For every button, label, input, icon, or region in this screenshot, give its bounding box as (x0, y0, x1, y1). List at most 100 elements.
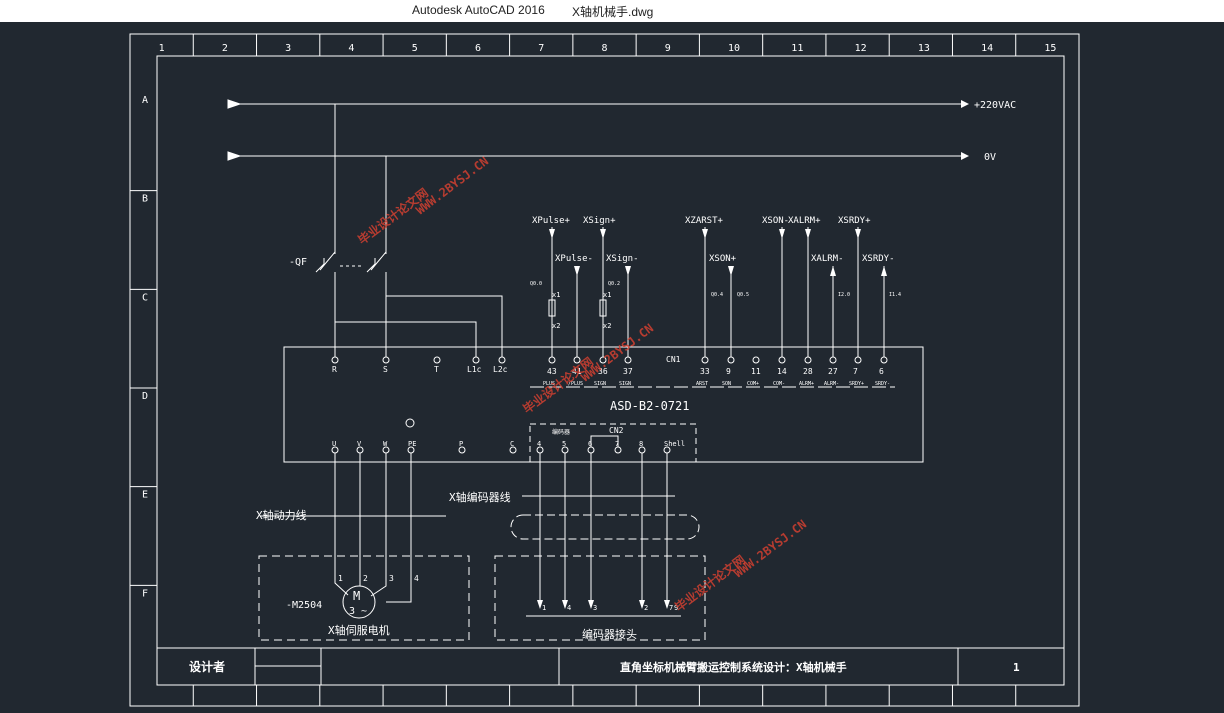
encoder-plug-pin-label: 1 (542, 604, 546, 612)
watermark-site: WWW.2BYSJ.CN (731, 517, 809, 580)
cn1-pin[interactable] (880, 356, 888, 364)
cn1-pin-label: 36 (598, 367, 608, 376)
signal-label: XSign+ (583, 216, 616, 226)
cn1-pin[interactable] (727, 356, 735, 364)
cn2-label: CN2 (609, 426, 624, 435)
motor-designator: -M2504 (286, 600, 322, 611)
terminal-t[interactable] (433, 356, 441, 364)
encoder-plug-pin (537, 600, 543, 609)
terminal-l1c[interactable] (472, 356, 480, 364)
output-terminal[interactable] (458, 446, 466, 454)
frame-column-label: 7 (538, 43, 544, 54)
signal-arrow-down (855, 229, 861, 239)
frame-row-label: B (142, 194, 148, 205)
frame-row-label: E (142, 490, 148, 501)
terminal-s[interactable] (382, 356, 390, 364)
cn1-pin[interactable] (548, 356, 556, 364)
power-cable-label: X轴动力线 (256, 508, 307, 522)
cn1-pin[interactable] (778, 356, 786, 364)
cn1-signal-label: ALRM- (824, 381, 839, 387)
signal-arrow-up (881, 266, 887, 276)
sheet-number: 1 (1013, 661, 1020, 674)
cn1-pin[interactable] (829, 356, 837, 364)
motor-symbol-phase: 3 ~ (349, 606, 367, 617)
terminal-label: L2c (493, 365, 508, 374)
encoder-plug-label: 编码器接头 (582, 627, 637, 641)
frame-column-label: 2 (222, 43, 228, 54)
breaker-label: -QF (289, 257, 307, 268)
resistor-symbol (548, 299, 556, 317)
rail-0v-label: 0V (984, 152, 996, 163)
frame-column-label: 8 (602, 43, 608, 54)
signal-label: XALRM- (811, 254, 844, 264)
cn1-pin[interactable] (701, 356, 709, 364)
cn1-pin[interactable] (804, 356, 812, 364)
cn1-label: CN1 (666, 355, 681, 364)
signal-label: XSRDY- (862, 254, 895, 264)
cn1-pin-label: 43 (547, 367, 557, 376)
cn2-pin-label: 7 (615, 440, 619, 448)
frame-column-label: 6 (475, 43, 481, 54)
motor-wire-u (334, 453, 349, 596)
encoder-plug-pin (639, 600, 645, 609)
io-address-label: Q0.0 (530, 281, 542, 287)
encoder-cable-label: X轴编码器线 (449, 490, 511, 504)
watermark-name: 毕业设计论文网 (520, 354, 596, 417)
breaker-contact-2 (366, 251, 387, 273)
cn1-pin-label: 6 (879, 367, 884, 376)
cn1-pin[interactable] (752, 356, 760, 364)
cn1-pin-label: 14 (777, 367, 787, 376)
signal-arrow-down (625, 266, 631, 276)
cn1-signal-label: COM+ (747, 381, 759, 387)
cn1-pin-label: 33 (700, 367, 710, 376)
motor-wire-pe (386, 453, 412, 603)
io-address-label: Q0.4 (711, 292, 723, 298)
output-terminal-label: U (332, 440, 336, 448)
wire-l2c (386, 295, 503, 357)
output-terminal-label: W (383, 440, 388, 448)
frame-column-label: 13 (918, 43, 930, 54)
signal-arrow-down (805, 229, 811, 239)
motor-symbol[interactable] (342, 585, 376, 619)
output-terminal[interactable] (509, 446, 517, 454)
motor-pin-label: 4 (414, 574, 419, 583)
wire-l1c (335, 321, 477, 357)
signal-label: XPulse- (555, 254, 593, 264)
cn2-pin-label: 8 (639, 440, 643, 448)
cn1-pin-label: 9 (726, 367, 731, 376)
cn1-signal-label: /PLUS (568, 381, 583, 387)
cn2-connector (529, 423, 697, 463)
motor-wire-w (370, 453, 387, 597)
signal-label: XZARST+ (685, 216, 724, 226)
cn2-pin-label: 6 (588, 440, 592, 448)
resistor-pin-label: x2 (552, 322, 560, 330)
cn1-signal-label: SON (722, 381, 731, 387)
terminal-l2c[interactable] (498, 356, 506, 364)
output-terminal-label: C (510, 440, 514, 448)
cn2-pin-label: 4 (537, 440, 541, 448)
encoder-plug-pin (588, 600, 594, 609)
resistor-pin-label: x1 (603, 291, 611, 299)
encoder-plug-pin (664, 600, 670, 609)
ground-icon (405, 418, 415, 428)
cn1-pin[interactable] (854, 356, 862, 364)
encoder-sub-label: 编码器 (552, 428, 570, 436)
cn1-signal-label: ARST (696, 381, 708, 387)
cn2-pin-label: Shell (664, 440, 685, 448)
frame-column-label: 14 (981, 43, 993, 54)
terminal-r[interactable] (331, 356, 339, 364)
frame-column-label: 15 (1044, 43, 1056, 54)
rail-start-arrow (227, 99, 242, 109)
encoder-plug-pin-label: 3 (593, 604, 597, 612)
signal-arrow-down (728, 266, 734, 276)
cn2-pin[interactable] (614, 446, 622, 454)
output-terminal-label: PE (408, 440, 416, 448)
cn1-signal-label: SIGN (594, 381, 606, 387)
frame-column-label: 12 (855, 43, 867, 54)
cn1-pin[interactable] (624, 356, 632, 364)
document-title[interactable]: X轴机械手.dwg (572, 5, 654, 19)
app-title: Autodesk AutoCAD 2016 (412, 3, 545, 17)
